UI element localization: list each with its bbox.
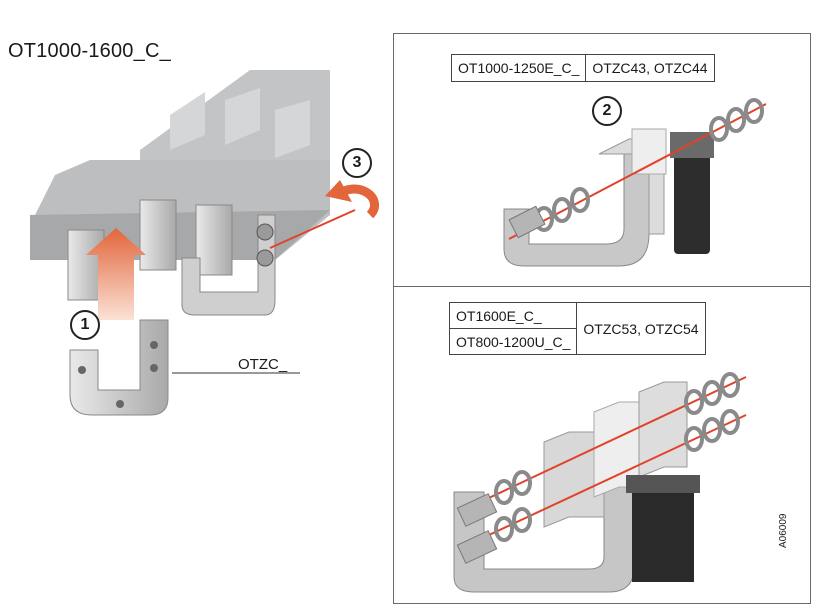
bottom-kit-cell: OTZC53, OTZC54 [576,302,706,355]
washers-and-nut [534,98,764,232]
top-model-cell: OT1000-1250E_C_ [450,54,587,82]
cable-lug [674,134,710,254]
bottom-detail-panel: OT1600E_C_ OTZC53, OTZC54 OT800-1200U_C_ [393,286,811,604]
washers-and-nuts [494,372,740,542]
terminal-bar-right [195,204,233,276]
bottom-model-cell-2: OT800-1200U_C_ [448,328,578,355]
cable-lug [632,487,694,582]
bottom-model-cell-1: OT1600E_C_ [448,302,578,329]
step-1-marker: 1 [70,310,100,340]
bottom-kit-table: OT1600E_C_ OTZC53, OTZC54 OT800-1200U_C_ [448,302,706,355]
insert-arrow [86,228,146,320]
drawing-code: A06009 [778,513,789,548]
double-bolt-connector-illustration [453,372,747,593]
otzc-callout-label: OTZC_ [238,356,288,373]
single-bolt-connector-illustration [503,98,767,267]
terminal-bar-middle [139,199,177,271]
top-kit-table: OT1000-1250E_C_ OTZC43, OTZC44 [450,54,715,82]
top-kit-cell: OTZC43, OTZC44 [585,54,715,82]
switch-assembly-illustration [30,70,380,416]
upper-bolt-axis-line [458,376,747,513]
bolt-axis-line [269,209,356,249]
main-title: OT1000-1600_C_ [8,40,171,62]
step-3-marker: 3 [342,148,372,178]
top-detail-panel: OT1000-1250E_C_ OTZC43, OTZC44 2 [393,33,811,287]
loose-connector [69,319,169,416]
step-2-marker: 2 [592,96,622,126]
lower-bolt-axis-line [458,414,747,550]
